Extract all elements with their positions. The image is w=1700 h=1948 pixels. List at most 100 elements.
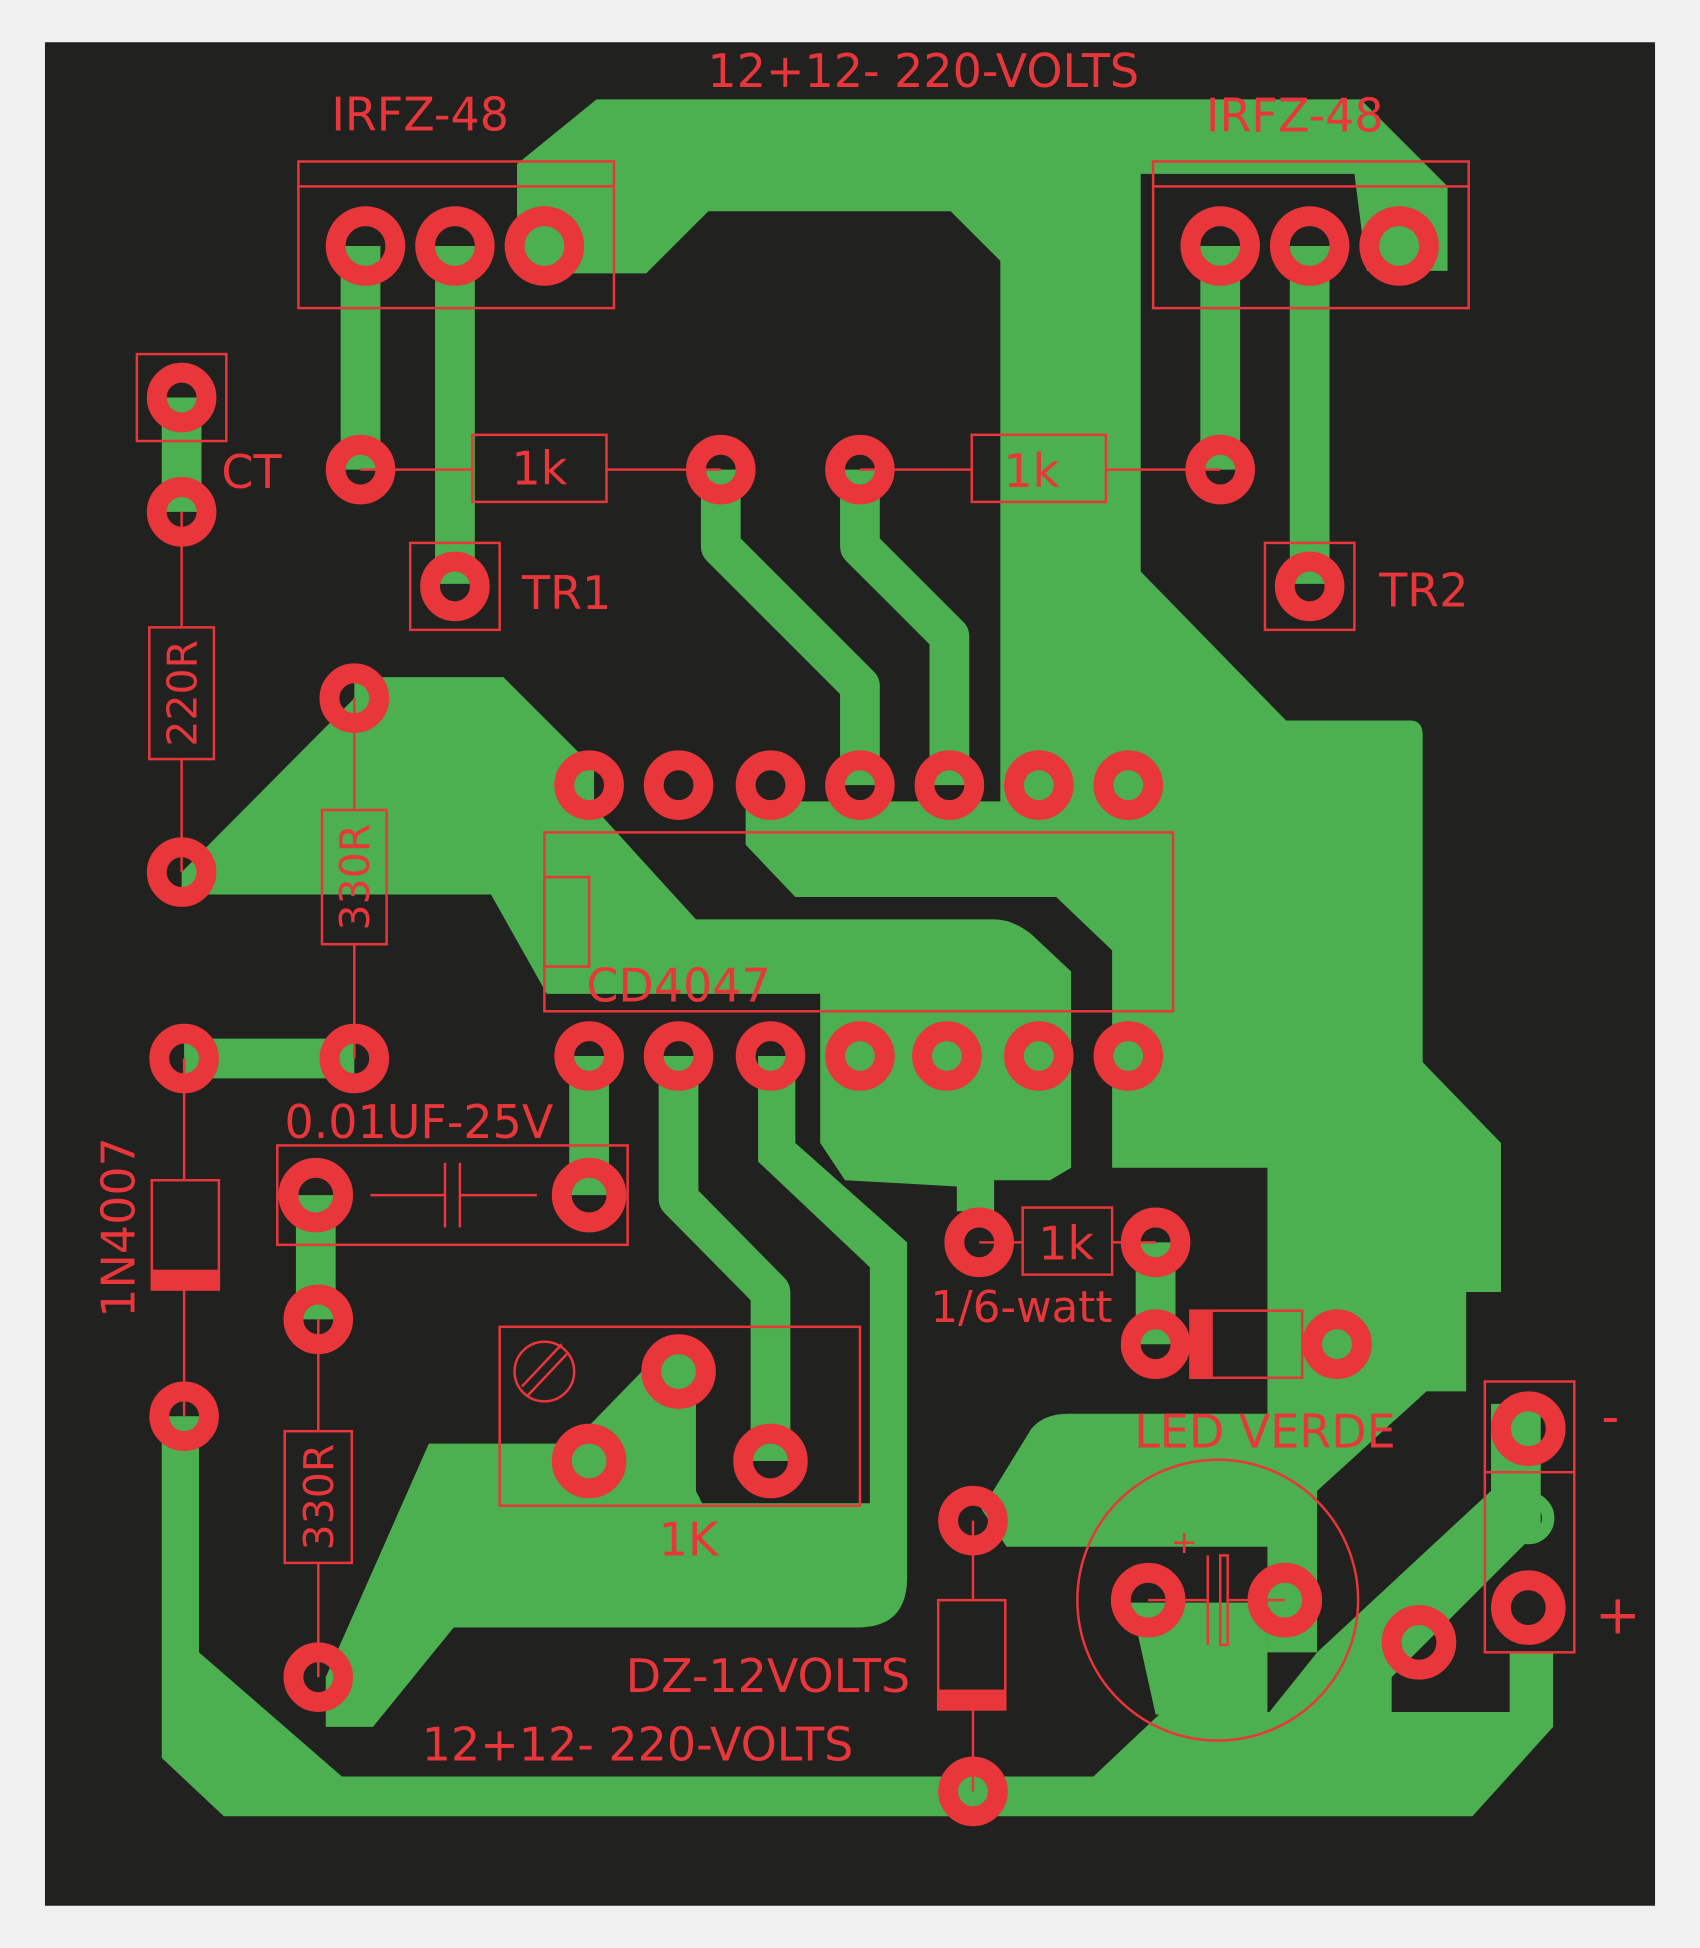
pad-ic-6 [1004,1021,1074,1091]
ic-notch [543,875,591,968]
pot-screw-slot-a [526,1353,568,1398]
track-pot-pin [658,1055,791,1461]
pad-zener-top [938,1485,1008,1556]
pad-pot-wiper [641,1334,716,1409]
silkscreen-fills [151,1269,1213,1710]
pad-ic-5 [912,1021,982,1091]
cap-outline [276,1144,629,1247]
label-mosfet-left: IRFZ-48 [331,87,509,141]
label-pot: 1K [659,1512,720,1566]
pad-r-gate-right-a [825,434,895,505]
pads [146,206,1566,1827]
label-diode: 1N4007 [91,1137,145,1318]
label-r-gate-left: 1k [511,442,567,496]
pad-ic-14 [554,750,624,820]
label-ct: CT [221,445,282,499]
pad-ecap-minus [1247,1562,1323,1638]
pad-ic-7 [1093,1021,1164,1091]
pad-pot-a [551,1423,627,1499]
pad-mosfet-right-1 [1180,206,1260,286]
label-mosfet-right: IRFZ-48 [1206,89,1384,143]
label-r-led-power: 1/6-watt [930,1283,1112,1333]
pot-screw [513,1340,576,1403]
ct-pad-outline [135,352,228,443]
pad-mosfet-right-3 [1359,206,1439,286]
track-pin1-right [840,469,970,786]
diode-band [151,1269,219,1290]
zener-band [938,1689,1006,1710]
pad-ic-10 [914,750,985,820]
label-title-bottom: 12+12- 220-VOLTS [422,1717,854,1771]
pad-tr2 [1274,551,1345,622]
pad-ecap-plus [1110,1562,1186,1638]
pad-ic-13 [643,750,714,820]
label-r-led: 1k [1038,1217,1094,1271]
label-tr2: TR2 [1378,563,1468,617]
pad-ct [146,362,217,433]
pad-ic-3 [735,1021,806,1091]
label-plus: + [1595,1583,1641,1647]
pad-ic-9 [1004,750,1074,820]
copper-pour-top [517,99,1501,1653]
label-capacitor: 0.01UF-25V [284,1095,553,1149]
pad-tr1 [420,551,490,622]
pad-mosfet-right-2 [1269,206,1350,286]
label-r330a: 330R [331,824,379,931]
pad-mosfet-left-3 [504,206,585,286]
pad-ic-2 [643,1021,714,1091]
pad-r330b-bottom [283,1642,354,1712]
label-ic: CD4047 [586,958,770,1012]
label-minus: - [1601,1388,1619,1446]
pad-cap-right [551,1157,627,1233]
pad-pot-b [733,1423,808,1499]
label-led: LED VERDE [1134,1404,1395,1458]
pad-mosfet-left-2 [415,206,495,286]
label-title-top: 12+12- 220-VOLTS [708,44,1140,98]
pad-led-b [1302,1309,1372,1380]
power-connector-outline [1483,1380,1576,1654]
pad-r-gate-left-b [686,434,756,505]
pad-r-gate-left-a [325,434,396,505]
label-r330b: 330R [295,1444,343,1551]
pot-outline [498,1325,862,1507]
pad-power-plus [1491,1570,1566,1645]
labels: 12+12- 220-VOLTS IRFZ-48 IRFZ-48 CT 1k 1… [91,44,1640,1771]
mosfet-right-outline [1151,160,1470,310]
tr2-outline [1263,541,1356,632]
pad-ic-8 [1093,750,1164,820]
copper-pour-center [325,1055,908,1727]
track-pin1-left [700,469,880,786]
pad-ic-11 [825,750,895,820]
pad-r-led-b [1120,1207,1191,1278]
ecap-outline [1076,1458,1360,1742]
pad-power-middle [1502,1492,1555,1545]
label-r220: 220R [159,640,207,747]
pad-r330b-top [283,1284,354,1355]
pad-ic-4 [825,1021,895,1091]
pad-diode-top [149,1023,219,1094]
led-band [1190,1310,1213,1378]
label-zener: DZ-12VOLTS [626,1649,910,1703]
pot-screw-slot-b [521,1343,563,1388]
pad-misc [1381,1605,1457,1680]
copper-pour-right [1130,1403,1541,1715]
pad-zener-bottom [938,1756,1008,1827]
pad-led-a [1120,1309,1191,1380]
pad-r-gate-right-b [1185,434,1256,505]
pad-cap-left [278,1157,354,1233]
silkscreen-layer [135,160,1576,1792]
tr1-outline [408,541,501,632]
label-ecap-plus: + [1171,1523,1198,1561]
mosfet-left-outline [297,160,616,310]
pad-ic-12 [735,750,806,820]
pad-r-led-a [944,1207,1014,1278]
pad-ic-1 [554,1021,624,1091]
pad-r220-bottom [146,837,217,907]
label-r-gate-right: 1k [1003,444,1059,498]
pad-power-minus [1491,1391,1566,1466]
pad-diode-bottom [149,1381,219,1452]
pad-r330a-bottom [319,1023,390,1094]
label-tr1: TR1 [521,566,611,620]
pad-r220-top [146,477,217,547]
